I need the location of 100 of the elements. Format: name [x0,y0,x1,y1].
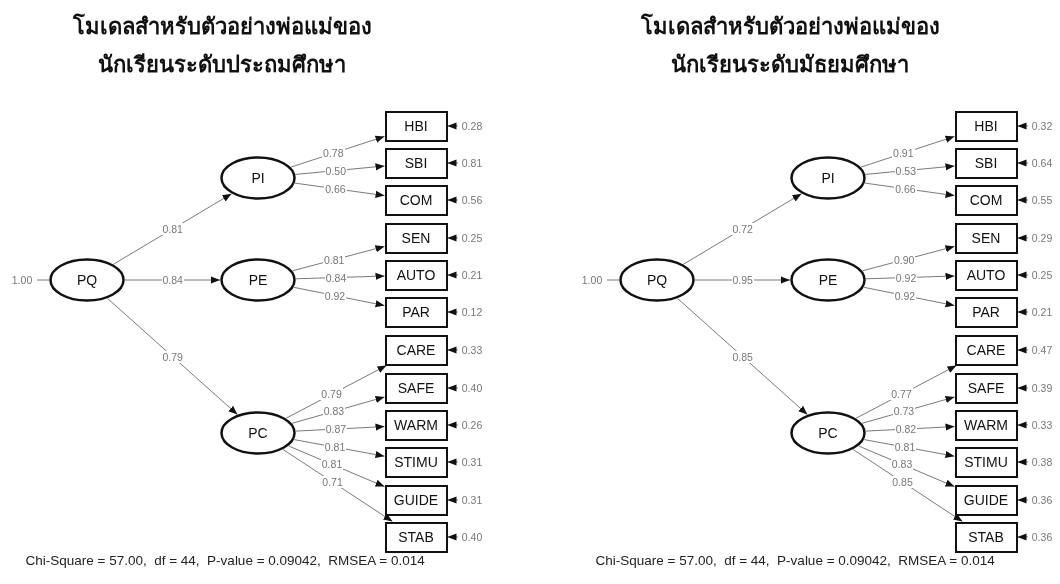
indicator-box: AUTO [384,259,448,291]
arrow [447,159,459,167]
edge-label: 0.53 [894,164,917,177]
arrow [447,421,459,429]
indicator-box: HBI [954,110,1018,142]
arrow [1017,496,1029,504]
value-label: 0.21 [1030,305,1054,319]
arrow [855,365,957,419]
arrow [292,245,385,272]
edge-label: 0.91 [892,147,915,160]
value-label: 0.31 [460,493,484,507]
value-label: 1.00 [9,273,35,287]
edge-label: 0.81 [893,441,917,454]
edge-label: 0.78 [322,147,345,160]
heading: โมเดลสำหรับตัวอย่างพ่อแม่ของนักเรียนระดับมัธยมศึกษา [639,12,941,79]
edge-label: 0.79 [320,388,343,401]
fit-statistics: Chi-Square = 57.00, df = 44, P-value = 0.09042, RMSEA = 0.014 [595,552,995,568]
value-label: 0.55 [1030,193,1054,207]
indicator-box: STIMU [954,446,1018,478]
edge-label: 0.72 [731,223,754,235]
arrow [1017,346,1029,354]
arrow [1017,458,1029,466]
indicator-box: COM [384,184,448,216]
arrow [863,286,955,308]
arrow [447,234,459,242]
indicator-box: WARM [954,409,1018,441]
arrow [1017,533,1029,541]
edge-label: 0.92 [323,289,347,302]
arrow [295,423,385,432]
latent-variable-ellipse: PQ [619,258,695,302]
arrow [683,193,802,265]
value-label: 0.40 [460,530,484,544]
arrow [288,445,385,488]
value-label: 0.36 [1030,493,1054,507]
value-label: 0.29 [1030,231,1054,245]
indicator-box: SAFE [954,372,1018,404]
arrow [852,449,963,522]
indicator-box: GUIDE [954,484,1018,516]
arrow [1017,384,1029,392]
edge-label: 0.73 [892,405,916,418]
value-label: 0.28 [460,119,484,133]
edge-label: 0.81 [322,253,346,266]
edge-label: 0.81 [161,223,184,235]
connector-line [36,279,50,281]
edge-label: 0.50 [324,164,347,177]
connector-line [606,279,620,281]
indicator-box: AUTO [954,259,1018,291]
arrow [447,458,459,466]
arrow [1017,421,1029,429]
arrow [1017,271,1029,279]
arrow [1017,308,1029,316]
arrow [865,272,955,280]
indicator-box: WARM [384,409,448,441]
edge-label: 0.83 [890,458,914,471]
value-label: 0.39 [1030,381,1054,395]
arrow [447,308,459,316]
latent-variable-ellipse: PI [790,156,866,200]
latent-variable-ellipse: PQ [49,258,125,302]
value-label: 0.33 [1030,418,1054,432]
arrow [1017,122,1029,130]
edge-label: 0.87 [324,423,348,436]
edge-label: 0.95 [731,274,754,286]
value-label: 0.21 [460,268,484,282]
value-label: 0.25 [460,231,484,245]
indicator-box: PAR [954,296,1018,328]
indicator-box: PAR [384,296,448,328]
value-label: 0.40 [460,381,484,395]
indicator-box: SAFE [384,372,448,404]
arrow [1017,159,1029,167]
arrow [107,298,238,415]
edge-label: 0.81 [320,458,344,471]
latent-variable-ellipse: PC [220,411,296,455]
arrow [677,298,808,415]
edge-label: 0.66 [894,182,917,195]
arrow [293,286,385,308]
value-label: 1.00 [579,273,605,287]
indicator-box: SBI [954,147,1018,179]
latent-variable-ellipse: PC [790,411,866,455]
value-label: 0.25 [1030,268,1054,282]
indicator-box: GUIDE [384,484,448,516]
arrow [447,346,459,354]
indicator-box: STAB [384,521,448,553]
arrow [295,163,385,175]
indicator-box: SEN [384,222,448,254]
value-label: 0.33 [460,343,484,357]
arrow [113,193,232,265]
arrow [862,245,955,272]
indicator-box: STIMU [384,446,448,478]
heading: โมเดลสำหรับตัวอย่างพ่อแม่ของนักเรียนระดับประถมศึกษา [71,12,373,79]
indicator-box: STAB [954,521,1018,553]
arrow [865,423,955,432]
value-label: 0.32 [1030,119,1054,133]
edge-label: 0.82 [894,423,918,436]
edge-label: 0.83 [322,405,346,418]
arrow [1017,196,1029,204]
arrow [447,384,459,392]
latent-variable-ellipse: PI [220,156,296,200]
arrow [865,163,955,175]
latent-variable-ellipse: PE [790,258,866,302]
fit-statistics: Chi-Square = 57.00, df = 44, P-value = 0.09042, RMSEA = 0.014 [25,552,425,568]
